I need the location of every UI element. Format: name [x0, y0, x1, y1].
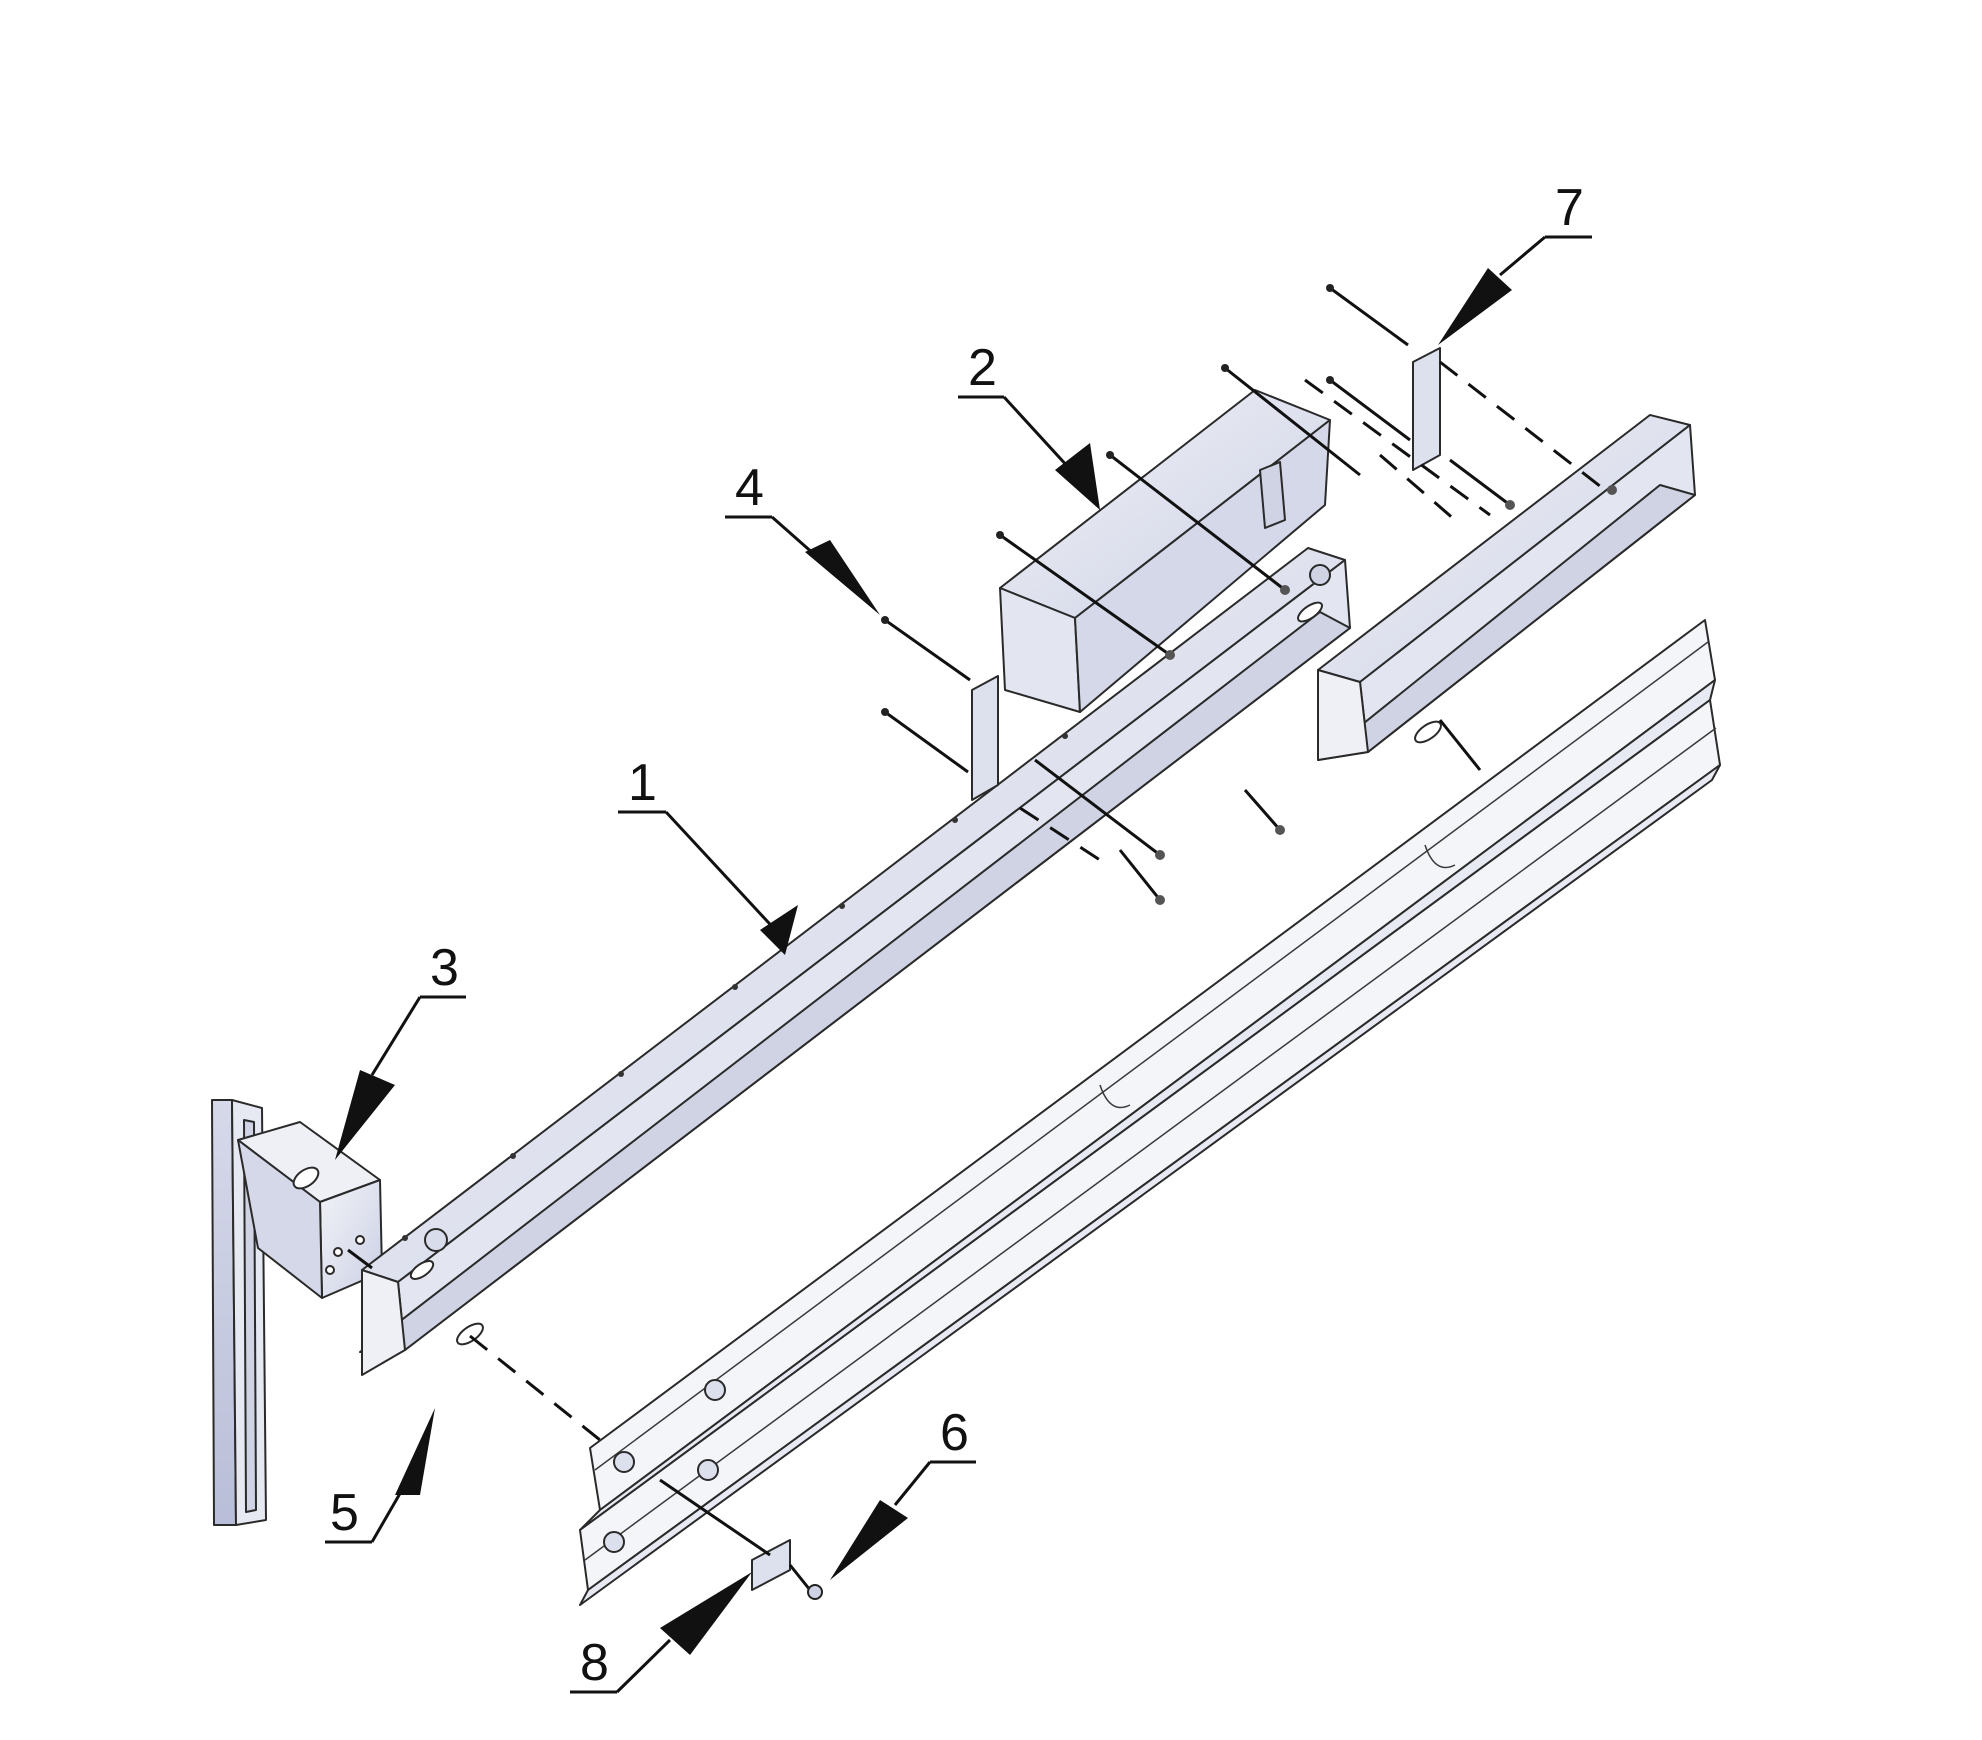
callout-label-2: 2 — [968, 339, 997, 397]
arrow-head-7 — [1438, 268, 1512, 345]
arrow-head-8 — [660, 1572, 752, 1655]
callout-label-1: 1 — [628, 754, 657, 812]
rail-channel — [359, 547, 1351, 1376]
backup-plate-4 — [971, 675, 999, 801]
arrow-head-6 — [830, 1500, 908, 1580]
rail-hole-row — [402, 733, 1068, 1241]
callout-8: 8 — [570, 1572, 752, 1694]
callout-label-8: 8 — [580, 1634, 609, 1692]
callout-label-5: 5 — [330, 1484, 359, 1542]
arrow-head-3 — [335, 1070, 395, 1160]
callout-4: 4 — [725, 459, 880, 615]
arrow-head-5 — [395, 1408, 435, 1495]
callout-2: 2 — [958, 339, 1100, 510]
arrow-head-4 — [805, 540, 880, 615]
callout-6: 6 — [830, 1404, 976, 1580]
callout-label-3: 3 — [430, 939, 459, 997]
arrow-head-1 — [760, 905, 798, 955]
washer-plate-8 — [751, 1539, 791, 1591]
fastener-lines — [347, 284, 1617, 1600]
callout-label-4: 4 — [735, 459, 764, 517]
callout-1: 1 — [618, 754, 798, 955]
blockout-bracket — [237, 1121, 383, 1299]
callout-5: 5 — [325, 1408, 435, 1544]
backup-plate-7 — [1412, 347, 1441, 471]
splice-channel — [1317, 414, 1696, 761]
arrow-head-2 — [1055, 443, 1100, 510]
offset-bracket — [999, 389, 1331, 713]
callout-7: 7 — [1438, 179, 1592, 345]
callout-label-7: 7 — [1555, 179, 1584, 237]
alignment-dashes — [469, 360, 1606, 1442]
callout-label-6: 6 — [940, 1404, 969, 1462]
callout-3: 3 — [335, 939, 466, 1160]
w-beam-rail — [579, 619, 1721, 1606]
